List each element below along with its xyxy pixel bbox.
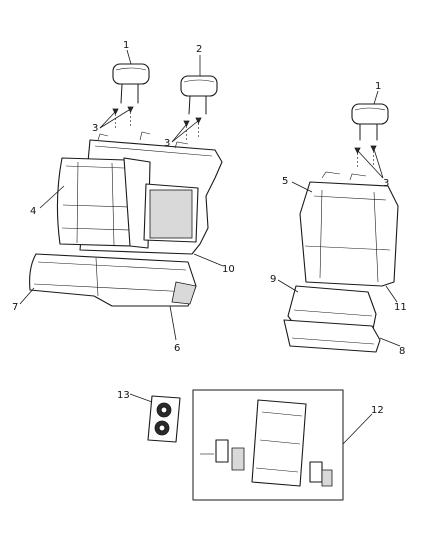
headrest-guides-right [354,145,377,168]
callout-cushion-right-frame: 8 [399,346,405,357]
headrest-guides-left [112,106,134,128]
callout-screws-right: 3 [383,178,389,189]
headrest-right-part [351,103,389,141]
cushion-right-part [283,285,381,353]
headrest-left-part [112,63,150,104]
callout-armrest-cupholder: 13 [117,390,130,401]
callout-screws-left: 3 [92,123,98,134]
callout-seatback-right: 5 [282,176,288,187]
callout-frame-right: 11 [394,302,407,313]
callout-headrest-right: 1 [375,81,381,92]
seatback-right-part [299,171,399,287]
callout-cushion-left-edge: 7 [12,302,18,313]
armrest-cupholder-part [147,395,181,443]
leader-lines [19,49,401,445]
callout-headrest-left: 1 [123,40,129,51]
callout-seatback-left: 4 [30,206,36,217]
cushion-left-part [29,253,197,307]
callout-screws-center: 3 [164,138,170,149]
callout-cushion-left: 6 [174,343,180,354]
seatback-cover-left-part [56,157,199,249]
callout-headrest-center: 2 [196,44,202,55]
headrest-guides-center [183,117,202,140]
latch-kit-box [192,389,344,501]
callout-cushion-right: 9 [270,274,276,285]
callout-latch-kit: 12 [371,405,384,416]
headrest-center-part [180,75,218,115]
callout-frame-left: 10 [222,264,235,275]
